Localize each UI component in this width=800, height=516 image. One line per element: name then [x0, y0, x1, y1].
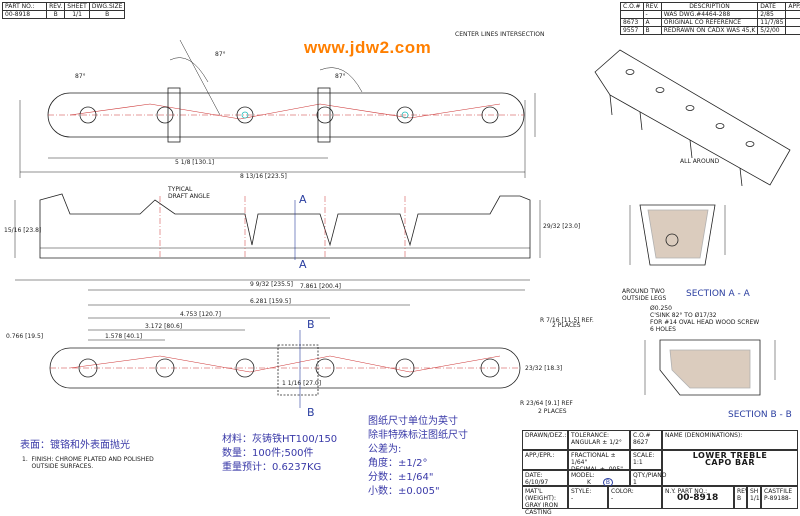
- dim-1578: 1.578 [40.1]: [105, 333, 142, 340]
- section-a-marker-top: A: [299, 193, 307, 206]
- isometric-view: [594, 49, 791, 186]
- note-around-two: AROUND TWO OUTSIDE LEGS: [622, 288, 667, 302]
- rev-value: B: [46, 10, 66, 19]
- tb-sh-label: SH: [750, 488, 759, 495]
- section-b-marker-bottom: B: [307, 406, 315, 419]
- tb-scale-value: 1:1: [633, 459, 643, 466]
- note-tol-angle-cn: 角度：±1/2°: [368, 458, 428, 469]
- note-csink: Ø0.250 C'SINK 82° TO Ø17/32 FOR #14 OVAL…: [650, 305, 760, 333]
- section-a-title: SECTION A - A: [686, 289, 751, 299]
- rev-row-app: [785, 26, 800, 35]
- dim-27: 1 1/16 [27.0]: [282, 380, 321, 387]
- tb-model-label: MODEL:: [571, 472, 595, 479]
- tb-date-value: 6/10/97: [525, 479, 549, 486]
- watermark-text: www.jdw2.com: [304, 38, 432, 57]
- tb-co-label: C.O.#: [633, 432, 651, 439]
- tb-model-value: K: [587, 479, 591, 486]
- tb-qty-value: 1: [633, 479, 637, 486]
- bottom-view-holes: [78, 358, 500, 378]
- note-typical-draft: TYPICAL DRAFT ANGLE: [168, 186, 210, 200]
- rev-row-rev: B: [642, 26, 662, 35]
- dim-230: 29/32 [23.0]: [543, 223, 580, 230]
- note-quantity-cn: 数量：100件;500件: [222, 448, 314, 459]
- note-weight-cn: 重量预计：0.6237KG: [222, 462, 322, 473]
- tb-fractional: FRACTIONAL ± 1/64": [571, 452, 616, 466]
- dim-r91: R 23/64 [9.1] REF: [520, 400, 573, 407]
- tb-app-label: APP./EPR.:: [525, 452, 555, 459]
- tb-date-label: DATE:: [525, 472, 543, 479]
- dim-87a: 87°: [215, 51, 226, 58]
- tb-model-rev: B: [602, 478, 613, 487]
- tb-scale-label: SCALE:: [633, 452, 655, 459]
- note-tol-dec-cn: 小数：±0.005": [368, 486, 440, 497]
- note-center-lines: CENTER LINES INTERSECTION: [455, 31, 544, 38]
- note-unit2-cn: 除非特殊标注图纸尺寸: [368, 430, 468, 441]
- dim-183: 23/32 [18.3]: [525, 365, 562, 372]
- section-b-profile: [659, 339, 761, 396]
- tb-co-value: 8627: [633, 439, 649, 446]
- tb-style-value: -: [571, 495, 574, 502]
- tb-partno-label: N.Y. PART NO.:: [665, 488, 708, 495]
- tb-sh-value: 1/1: [750, 495, 760, 502]
- note-material-cn: 材料：灰铸铁HT100/150: [222, 434, 338, 445]
- tb-castfile-value: P-89188-: [764, 495, 791, 502]
- dim-87c: 87°: [335, 73, 346, 80]
- tb-name-line2: CAPO BAR: [705, 458, 755, 467]
- dim-3172: 3.172 [80.6]: [145, 323, 182, 330]
- tb-partno-value: 00-8918: [677, 493, 719, 503]
- dim-6281: 6.281 [159.5]: [250, 298, 291, 305]
- note-two-places-2: 2 PLACES: [538, 408, 567, 415]
- dim-87b: 87°: [75, 73, 86, 80]
- dwg-size-value: B: [88, 10, 126, 19]
- dim-239: 15/16 [23.8]: [4, 227, 41, 234]
- tb-tolerance-label: TOLERANCE:: [571, 432, 610, 439]
- tb-castfile-label: CASTFILE: [764, 488, 793, 495]
- tb-qty-label: QTY./PIANO: [633, 472, 667, 479]
- section-b-title: SECTION B - B: [728, 410, 792, 420]
- dim-4753: 4.753 [120.7]: [180, 311, 221, 318]
- note-tol-frac-cn: 分数：±1/64": [368, 472, 434, 483]
- revision-table: C.O.# REV. DESCRIPTION DATE APP. - WAS D…: [620, 2, 800, 35]
- dim-bottom-overall: 9 9/32 [235.5]: [250, 281, 293, 288]
- section-b-marker-top: B: [307, 318, 315, 331]
- section-a-profile: [639, 204, 716, 266]
- tb-decimal: DECIMAL ± .005": [571, 466, 623, 473]
- part-header-table: PART NO.: REV. SHEET DWG.SIZE 00-8918 B …: [1, 2, 126, 19]
- dim-7861: 7.861 [200.4]: [300, 283, 341, 290]
- section-a-marker-bottom: A: [299, 258, 307, 271]
- dim-rref: R 7/16 [11.5] REF.: [540, 317, 594, 324]
- tb-name-line1: LOWER TREBLE: [692, 451, 768, 460]
- note-all-around: ALL AROUND: [680, 158, 720, 165]
- note-two-places-1: 2 PLACES: [552, 322, 581, 329]
- dim-top-overall: 8 13/16 [223.5]: [240, 173, 287, 180]
- note-unit1-cn: 图纸尺寸单位为英寸: [368, 416, 458, 427]
- tb-style-label: STYLE:: [571, 488, 592, 495]
- dim-0766: 0.766 [19.5]: [6, 333, 43, 340]
- tb-material-label: MAT'L (WEIGHT):: [525, 488, 557, 502]
- tb-drawn-label: DRAWN/DEZ.:: [525, 432, 567, 439]
- tb-name-label: NAME (DENOMINATIONS):: [665, 432, 743, 439]
- tb-rev-label: REV: [737, 488, 750, 495]
- tb-rev-value: B: [737, 495, 742, 502]
- tb-angular: ANGULAR ± 1/2°: [571, 439, 622, 446]
- dim-130: 5 1/8 [130.1]: [175, 159, 214, 166]
- front-view-outline: [39, 193, 531, 259]
- note-tol-title-cn: 公差为:: [368, 444, 402, 455]
- note-finish: 1. FINISH: CHROME PLATED AND POLISHED OU…: [22, 456, 154, 470]
- note-surface-cn: 表面：镀铬和外表面抛光: [20, 440, 130, 451]
- tb-color-value: -: [611, 495, 614, 502]
- tb-color-label: COLOR:: [611, 488, 634, 495]
- top-view-holes: [79, 106, 499, 124]
